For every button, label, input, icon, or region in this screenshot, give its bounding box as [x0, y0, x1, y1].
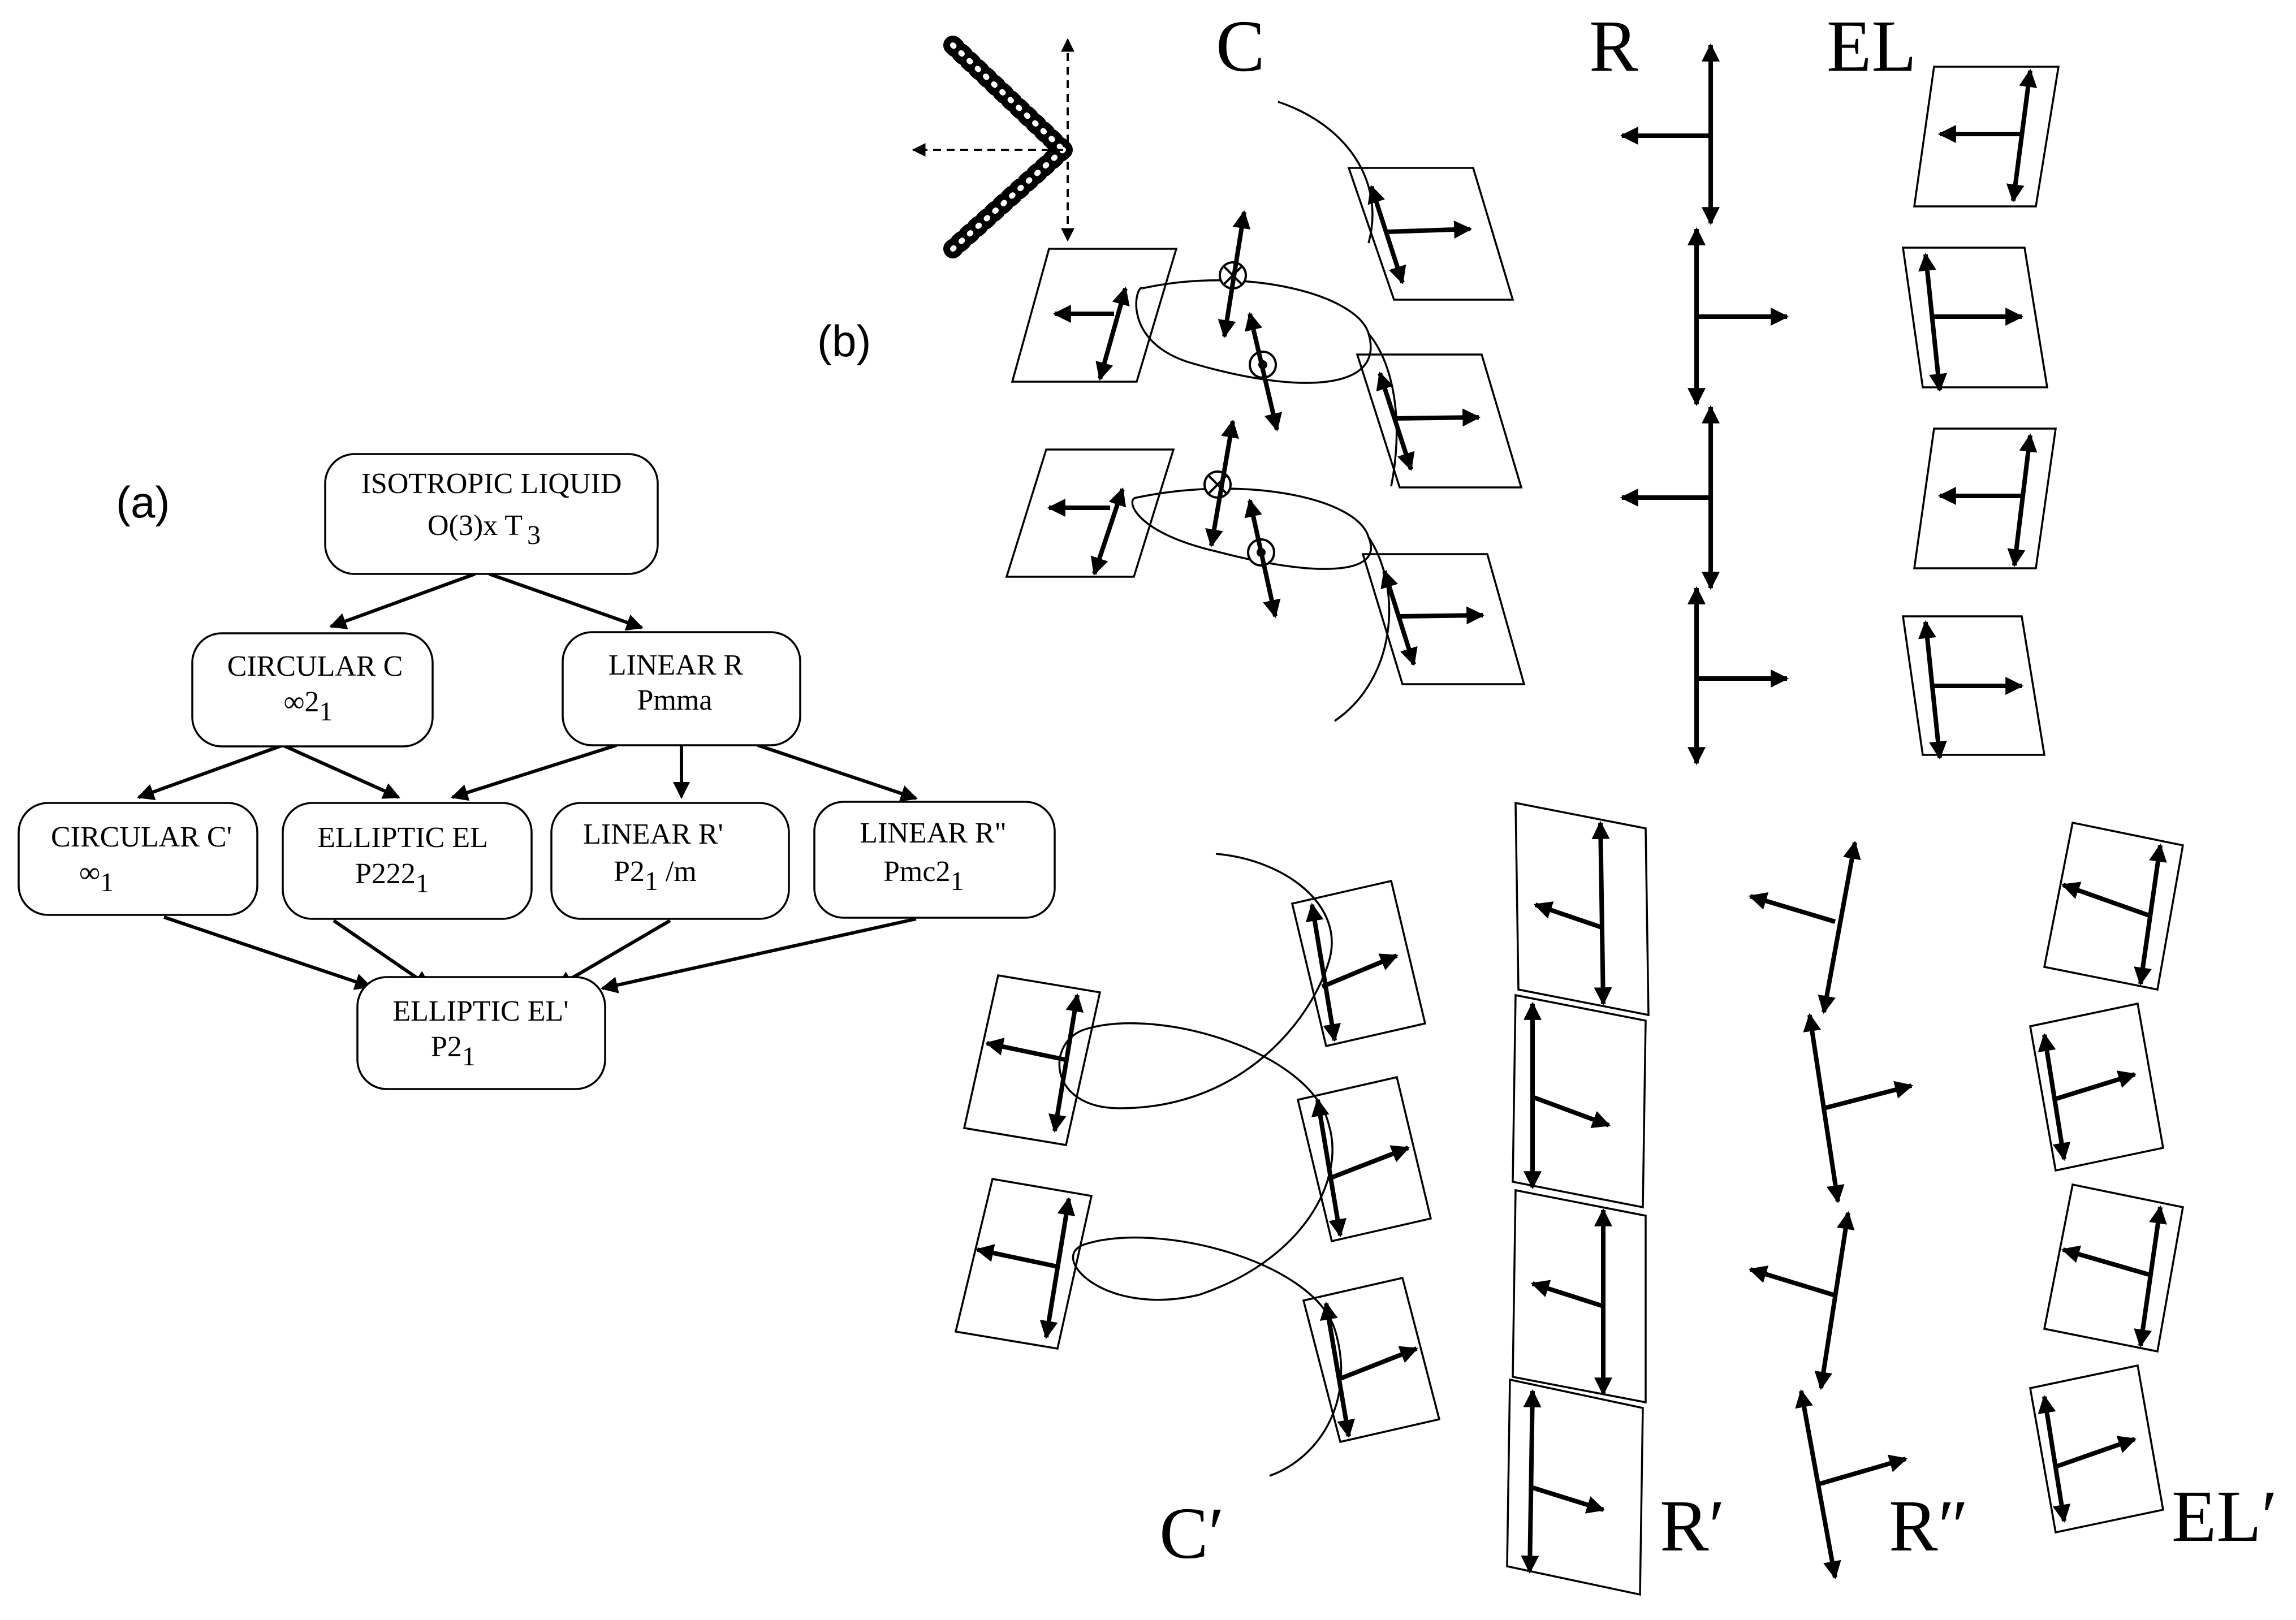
c-plane-2: [1011, 248, 1178, 383]
r-double-prime-cross-4: [1795, 1389, 1908, 1580]
c-prime-plane-2: [963, 974, 1102, 1146]
helix-c-prime: [1058, 853, 1343, 1477]
label-el-prime: EL′: [2172, 1476, 2277, 1557]
label-r-prime: R′: [1660, 1485, 1725, 1567]
r-prime-plane-4: [1506, 1378, 1644, 1596]
c-plane-3: [1356, 353, 1523, 489]
c-prime-plane-4: [954, 1177, 1093, 1350]
node-linear-r-double-prime-group: Pmc21: [883, 856, 964, 896]
panel-a-label: (a): [116, 477, 170, 527]
node-elliptic-el-group: P2221: [355, 858, 429, 898]
el-prime-plane-1: [2043, 821, 2185, 991]
c-plane-5: [1361, 553, 1526, 685]
panel-b-label: (b): [817, 316, 871, 366]
c-planes: [1005, 167, 1526, 685]
c-prime-plane-1: [1291, 879, 1427, 1048]
r-prime-plane-1: [1514, 801, 1650, 1017]
r-double-prime-cross-3: [1748, 1211, 1855, 1390]
node-circular-c: CIRCULAR C ∞21: [191, 632, 434, 748]
r-crosses: [1620, 43, 1789, 766]
node-elliptic-el: ELLIPTIC EL P2221: [282, 802, 533, 920]
el-plane-3: [1913, 427, 2057, 569]
bent-core-molecule: [912, 36, 1074, 258]
node-circular-c-prime-title: CIRCULAR C': [51, 821, 232, 853]
pole-into-2: [1203, 470, 1232, 499]
node-linear-r-title: LINEAR R: [608, 649, 744, 681]
r-cross-2: [1688, 227, 1789, 407]
label-c: C: [1216, 6, 1265, 87]
node-linear-r-prime-group: P21 /m: [614, 856, 697, 896]
r-double-prime-crosses: [1748, 840, 1914, 1580]
panel-b: (b) C R EL C′ R′ R″ EL′: [817, 6, 2277, 1596]
hierarchy-edges: [137, 572, 918, 993]
c-prime-plane-3: [1296, 1075, 1432, 1243]
node-elliptic-el-prime-title: ELLIPTIC EL': [392, 995, 568, 1027]
node-linear-r-prime-title: LINEAR R': [583, 818, 723, 850]
node-elliptic-el-prime-group: P21: [431, 1031, 476, 1072]
el-prime-plane-4: [2029, 1364, 2165, 1534]
r-cross-3: [1620, 405, 1720, 590]
el-prime-plane-3: [2043, 1183, 2185, 1353]
c-prime-planes: [954, 879, 1441, 1444]
el-plane-4: [1901, 615, 2046, 760]
el-plane-1: [1913, 66, 2060, 208]
r-prime-plane-2: [1512, 993, 1647, 1209]
r-cross-1: [1620, 43, 1720, 226]
pole-arrows: [1205, 210, 1283, 619]
node-elliptic-el-title: ELLIPTIC EL: [317, 822, 488, 854]
el-prime-plane-2: [2029, 1002, 2165, 1172]
node-circular-c-title: CIRCULAR C: [227, 650, 403, 682]
node-linear-r: LINEAR R Pmma: [562, 631, 801, 746]
label-el: EL: [1827, 6, 1917, 87]
label-r-double-prime: R″: [1889, 1485, 1969, 1567]
el-prime-planes: [2029, 821, 2185, 1534]
node-elliptic-el-prime: ELLIPTIC EL' P21: [356, 976, 606, 1090]
r-double-prime-cross-1: [1748, 840, 1861, 1014]
r-cross-4: [1688, 586, 1789, 766]
node-linear-r-double-prime-title: LINEAR R": [860, 817, 1007, 849]
r-double-prime-cross-2: [1803, 1013, 1914, 1204]
r-prime-plane-3: [1512, 1189, 1647, 1404]
node-linear-r-group: Pmma: [637, 684, 713, 716]
r-prime-planes: [1506, 801, 1650, 1596]
node-linear-r-prime: LINEAR R' P21 /m: [550, 802, 790, 920]
node-circular-c-group: ∞21: [283, 686, 333, 727]
c-plane-4: [1005, 448, 1175, 578]
c-plane-1: [1347, 167, 1514, 301]
el-planes: [1901, 66, 2060, 760]
label-c-prime: C′: [1159, 1493, 1224, 1574]
label-r: R: [1589, 6, 1638, 87]
node-linear-r-double-prime: LINEAR R" Pmc21: [813, 801, 1056, 919]
c-prime-plane-5: [1302, 1276, 1441, 1444]
node-isotropic-liquid-title: ISOTROPIC LIQUID: [361, 468, 622, 500]
node-circular-c-prime: CIRCULAR C' ∞1: [18, 802, 258, 916]
node-circular-c-prime-group: ∞1: [79, 857, 114, 897]
el-plane-2: [1901, 247, 2049, 392]
